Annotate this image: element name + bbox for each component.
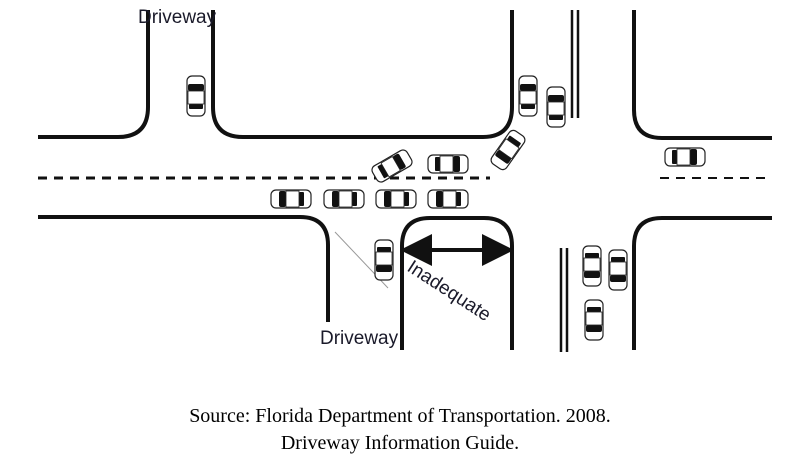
- car: [582, 245, 602, 287]
- car: [584, 299, 604, 341]
- source-caption-line2: Driveway Information Guide.: [280, 432, 520, 454]
- curb-bottom-left: [38, 215, 330, 322]
- car: [270, 189, 312, 209]
- driveway-spacing-diagram: Driveway Driveway Inadequate: [38, 7, 772, 352]
- source-caption: Source: Florida Department of Transporta…: [0, 400, 800, 457]
- inadequate-label: Inadequate: [403, 257, 494, 326]
- curb-bottom-right: [632, 216, 772, 350]
- curb-top-middle: [211, 10, 514, 139]
- car: [186, 75, 206, 117]
- median-top: [570, 10, 580, 118]
- curb-top-left: [38, 10, 150, 139]
- car: [427, 189, 469, 209]
- median-bottom: [559, 248, 569, 352]
- car: [664, 147, 706, 167]
- driveway-label-bottom: Driveway: [320, 328, 399, 349]
- curb-top-right: [632, 10, 772, 140]
- car: [323, 189, 365, 209]
- car: [375, 189, 417, 209]
- car: [546, 86, 566, 128]
- driveway-label-top: Driveway: [138, 7, 217, 28]
- car: [374, 239, 394, 281]
- car: [427, 154, 469, 174]
- source-caption-line1: Source: Florida Department of Transporta…: [189, 405, 611, 427]
- car: [608, 249, 628, 291]
- car: [518, 75, 538, 117]
